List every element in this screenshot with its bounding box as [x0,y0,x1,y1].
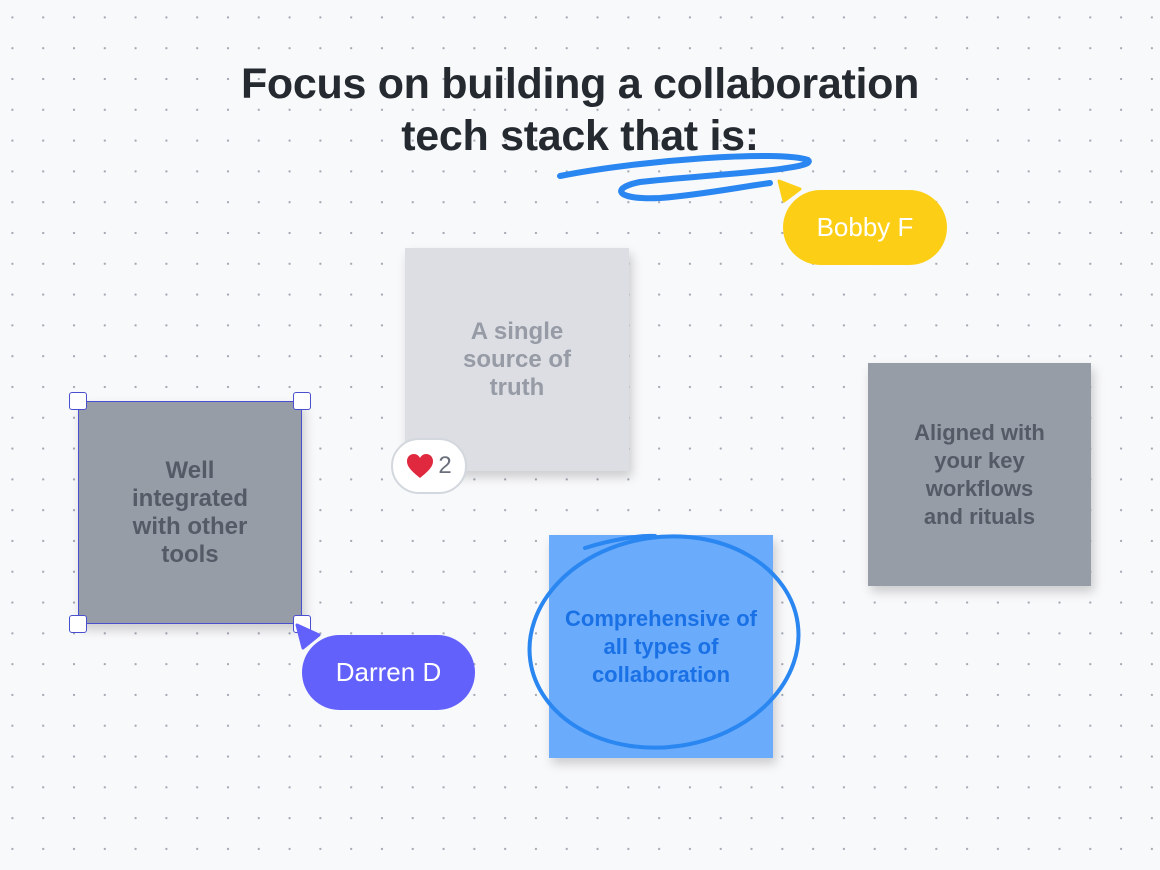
board-title: Focus on building a collaboration tech s… [0,58,1160,162]
sticky-note-single-source[interactable]: A single source of truth [405,248,629,471]
resize-handle-top-left[interactable] [69,392,87,410]
cursor-label-darren: Darren D [302,635,475,710]
sticky-note-aligned[interactable]: Aligned with your key workflows and ritu… [868,363,1091,586]
cursor-label-bobby: Bobby F [783,190,947,265]
note-text: Comprehensive of all types of collaborat… [565,605,757,687]
underline-scribble [557,153,812,202]
sticky-note-well-integrated[interactable]: Well integrated with other tools [78,401,302,624]
note-text: Well integrated with other tools [131,456,248,568]
resize-handle-top-right[interactable] [293,392,311,410]
title-line-2: tech stack that is: [401,112,759,160]
note-text: Aligned with your key workflows and ritu… [914,419,1045,529]
cursor-name: Bobby F [816,212,914,242]
sticky-note-comprehensive[interactable]: Comprehensive of all types of collaborat… [549,535,773,758]
reaction-badge[interactable]: 2 [391,438,467,494]
title-line-1: Focus on building a collaboration [240,60,920,108]
resize-handle-bottom-left[interactable] [69,615,87,633]
note-text: A single source of truth [462,317,572,401]
heart-icon [407,454,434,478]
cursor-name: Darren D [335,657,442,687]
reaction-count: 2 [438,452,452,479]
resize-handle-bottom-right[interactable] [293,615,311,633]
